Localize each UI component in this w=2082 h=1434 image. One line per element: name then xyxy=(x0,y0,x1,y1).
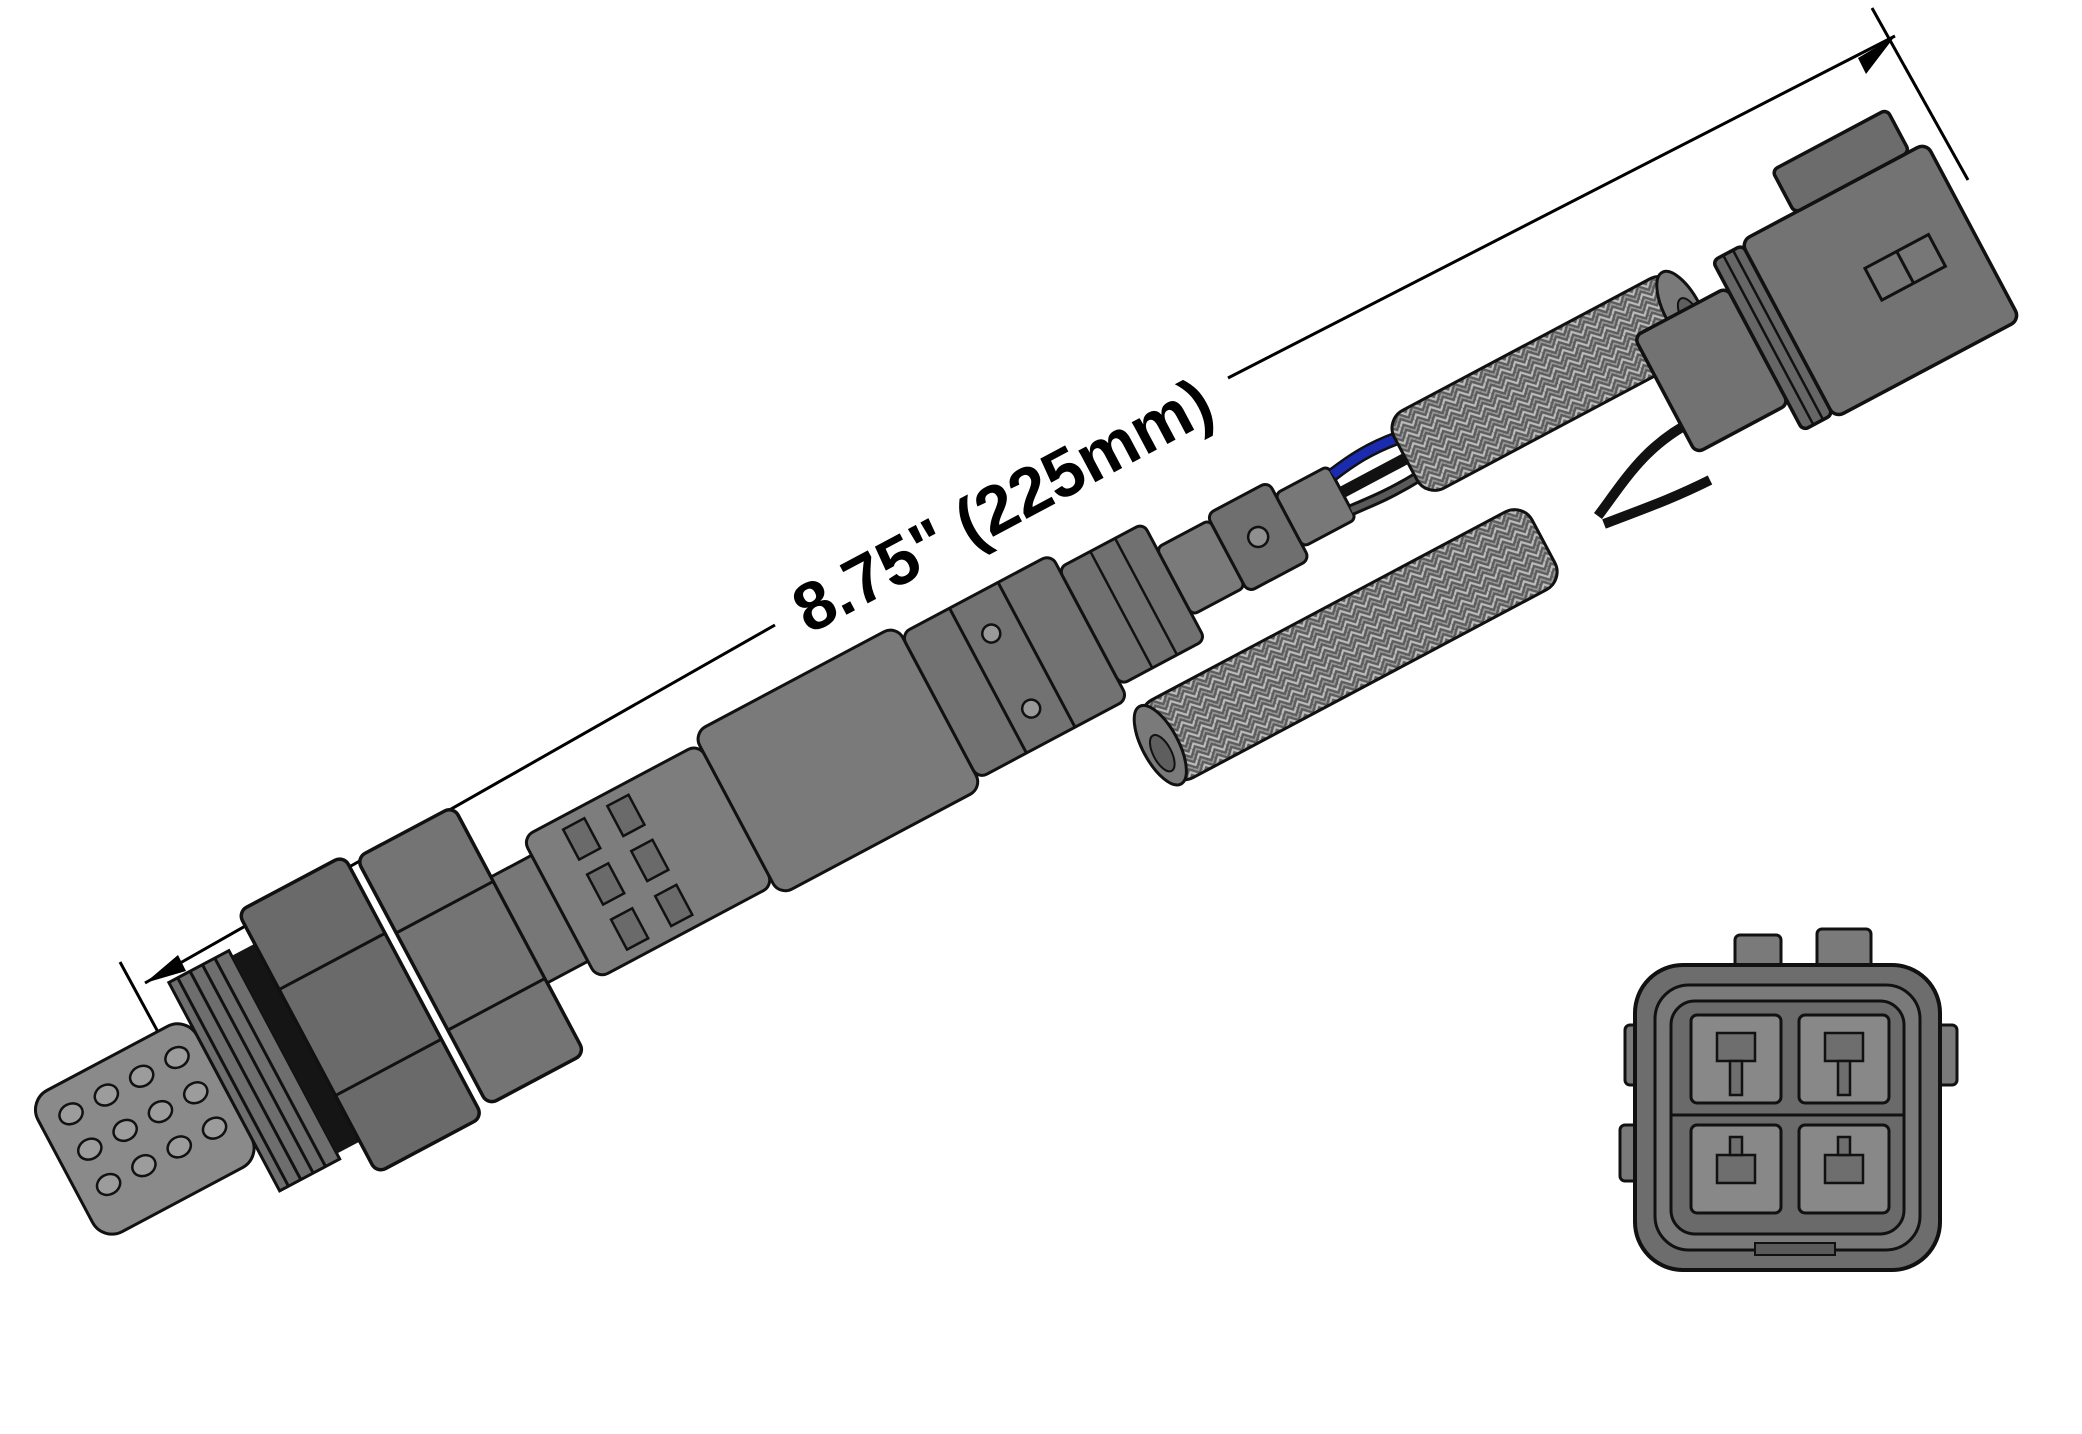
connector-plug-icon xyxy=(1635,109,2019,453)
connector-lead-wires xyxy=(1593,415,1713,529)
arrowhead-left-icon xyxy=(145,955,186,983)
sensor-body xyxy=(488,466,1356,985)
sensor-thread xyxy=(166,943,360,1193)
braided-sleeve-long xyxy=(1132,508,1559,787)
arrowhead-right-icon xyxy=(1858,36,1895,74)
dimension-line-upper xyxy=(1227,34,1896,380)
oxygen-sensor-icon xyxy=(34,269,1711,1236)
sensor-lead-wires xyxy=(1328,431,1421,516)
connector-face-icon xyxy=(1618,927,1959,1272)
extension-line-right xyxy=(1870,7,1970,181)
